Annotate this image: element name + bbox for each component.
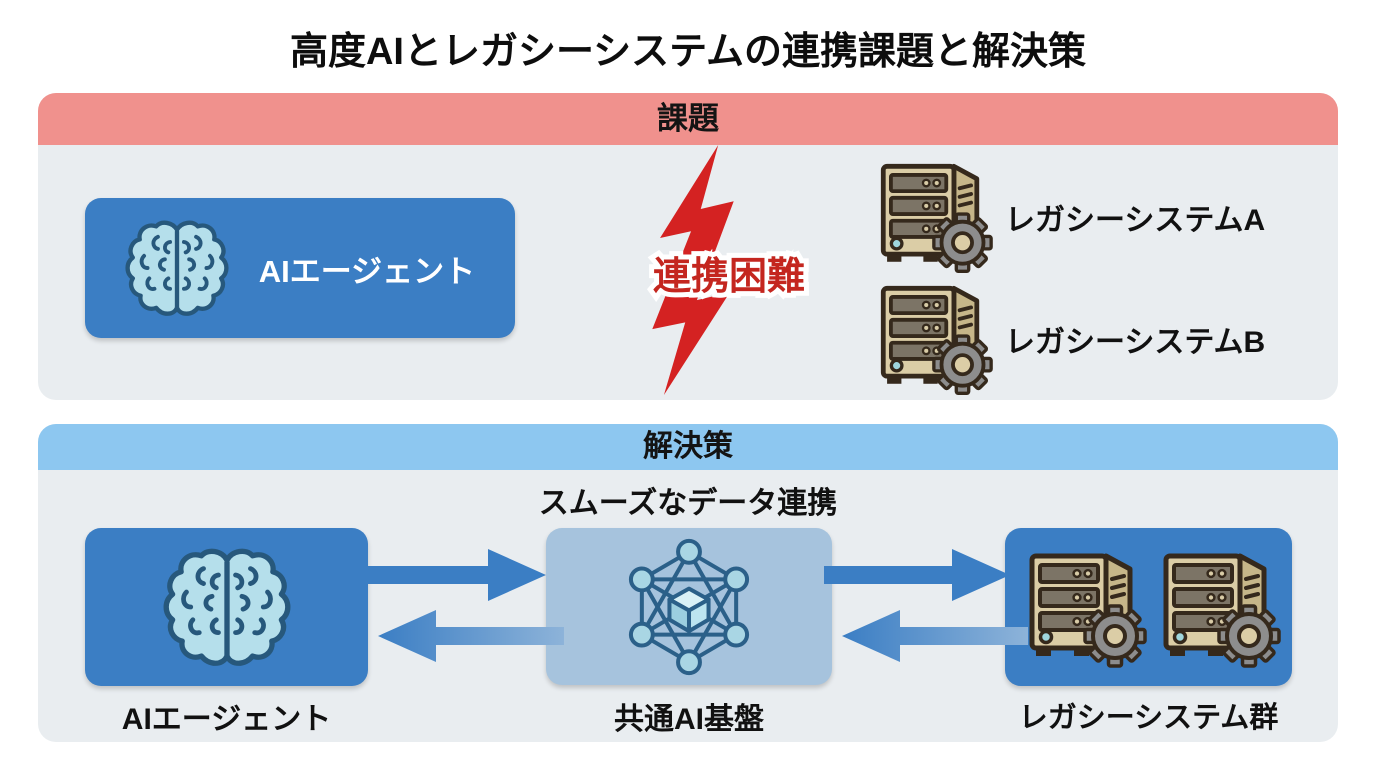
legacy-system-b-label: レガシーシステムB	[1005, 326, 1266, 359]
arrow-left-icon	[374, 606, 564, 666]
arrow-right-icon	[360, 545, 550, 605]
challenge-panel: 課題 AIエージェント 連携困難 連携困難 レガシーシステムA レガシーシステム…	[38, 93, 1338, 400]
server-gear-icon	[1150, 546, 1282, 668]
solution-ai-agent-box	[85, 528, 368, 686]
common-ai-platform-box	[546, 528, 832, 685]
brain-icon	[163, 541, 291, 673]
solution-subtitle: スムーズなデータ連携	[538, 487, 838, 520]
diagram-title: 高度AIとレガシーシステムの連携課題と解決策	[289, 31, 1087, 73]
challenge-ai-agent-box: AIエージェント	[85, 198, 515, 338]
challenge-header: 課題	[38, 93, 1338, 145]
legacy-systems-group-box	[1005, 528, 1292, 686]
legacy-systems-group-label: レガシーシステム群	[1018, 702, 1279, 734]
solution-header: 解決策	[38, 424, 1338, 470]
solution-panel: 解決策 スムーズなデータ連携 AIエージェント 共通AI基盤 レガシーシステム群	[38, 424, 1338, 742]
brain-icon	[125, 212, 229, 324]
conflict-label: 連携困難 連携困難	[648, 251, 810, 303]
solution-ai-agent-label: AIエージェント	[121, 703, 332, 736]
server-gear-icon	[868, 156, 994, 274]
arrow-left-icon	[838, 606, 1028, 666]
server-gear-icon	[1016, 546, 1148, 668]
ai-agent-label: AIエージェント	[258, 253, 476, 289]
arrow-right-icon	[824, 545, 1014, 605]
server-gear-icon	[868, 278, 994, 396]
common-ai-platform-label: 共通AI基盤	[614, 703, 764, 736]
legacy-system-a-label: レガシーシステムA	[1005, 204, 1266, 237]
network-cube-icon	[620, 538, 758, 676]
